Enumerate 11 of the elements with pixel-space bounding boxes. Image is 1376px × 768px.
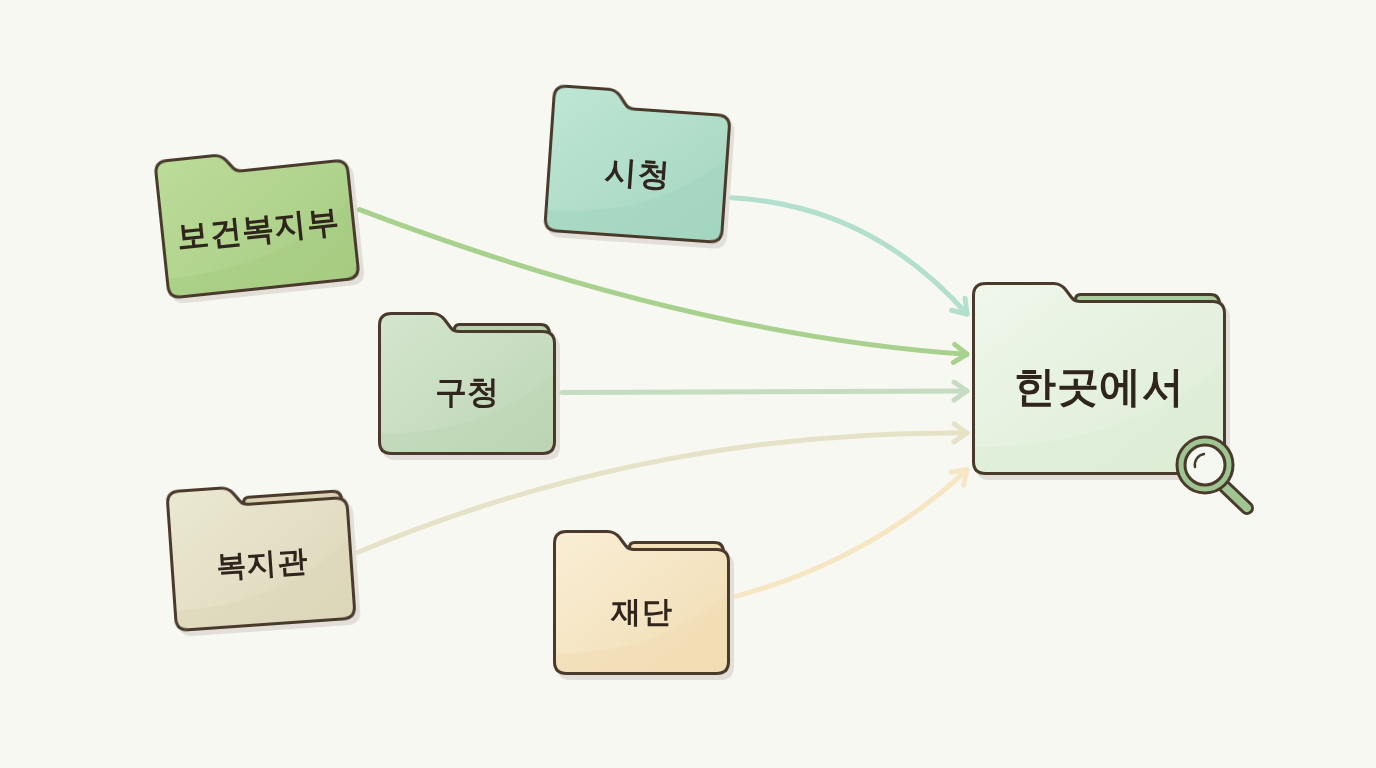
folder-label: 보건복지부 <box>175 201 341 257</box>
arrow <box>559 379 970 403</box>
arrow <box>733 467 970 599</box>
arrow <box>357 207 970 365</box>
folder-label: 구청 <box>434 373 500 412</box>
arrow <box>355 421 970 555</box>
folder-label: 복지관 <box>214 542 309 586</box>
arrow <box>729 195 970 317</box>
folder-label: 한곳에서 <box>1014 362 1184 413</box>
folder-label: 재단 <box>611 593 672 630</box>
folder-label: 시청 <box>603 151 672 195</box>
